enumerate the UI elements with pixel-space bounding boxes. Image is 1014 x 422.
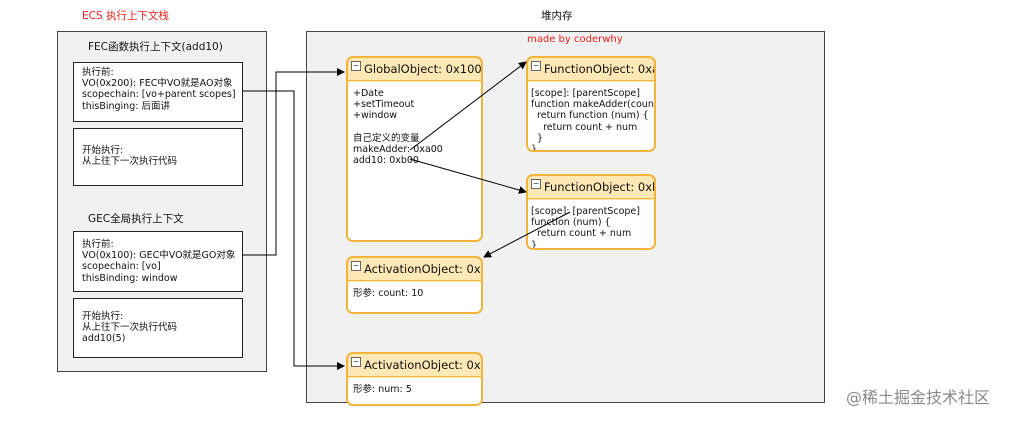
function-a00-text: [scope]: [parentScope] function makeAdde… [531,88,656,152]
heap-title: 堆内存 [541,10,573,22]
credit-text: made by coderwhy [527,34,623,45]
fec-before-text: 执行前: VO(0x200): FEC中VO就是AO对象 scopechain:… [82,67,236,112]
global-object-header: GlobalObject: 0x100 [348,58,481,81]
function-a00-header: FunctionObject: 0xa00 [528,58,654,81]
fec-start-text: 开始执行: 从上往下一次执行代码 [82,145,178,168]
function-b00-node: FunctionObject: 0xb00 − [scope]: [parent… [526,174,656,250]
activation-300-node: ActivationObject: 0x300 − 形参: num: 5 [346,352,483,406]
gec-to-global-arrow [243,68,345,256]
gec-before-text: 执行前: VO(0x100): GEC中VO就是GO对象 scopechain:… [82,239,236,284]
makeadder-to-a00-arrow [409,61,527,151]
collapse-icon[interactable]: − [351,261,361,271]
gec-start-box: 开始执行: 从上往下一次执行代码 add10(5) [73,298,243,358]
activation-300-body: 形参: num: 5 [348,378,481,404]
activation-300-text: 形参: num: 5 [353,384,412,395]
ecs-title: ECS 执行上下文栈 [82,10,169,22]
collapse-icon[interactable]: − [531,61,541,71]
collapse-icon[interactable]: − [351,61,361,71]
gec-start-text: 开始执行: 从上往下一次执行代码 add10(5) [82,311,178,345]
global-object-text: +Date +setTimeout +window 自己定义的变量 makeAd… [353,88,443,167]
add10-to-b00-arrow [409,158,527,194]
activation-200-header: ActivationObject: 0x200 [348,258,481,281]
function-a00-node: FunctionObject: 0xa00 − [scope]: [parent… [526,56,656,152]
activation-200-text: 形参: count: 10 [353,288,424,299]
fec-before-box: 执行前: VO(0x200): FEC中VO就是AO对象 scopechain:… [73,62,243,122]
function-b00-header: FunctionObject: 0xb00 [528,176,654,199]
gec-before-box: 执行前: VO(0x100): GEC中VO就是GO对象 scopechain:… [73,231,243,292]
watermark: @稀土掘金技术社区 [846,388,991,407]
activation-200-node: ActivationObject: 0x200 − 形参: count: 10 [346,256,483,314]
activation-200-body: 形参: count: 10 [348,282,481,312]
global-object-body: +Date +setTimeout +window 自己定义的变量 makeAd… [348,82,481,240]
fec-to-ao300-arrow [243,90,345,370]
collapse-icon[interactable]: − [351,357,361,367]
activation-300-header: ActivationObject: 0x300 [348,354,481,377]
gec-title: GEC全局执行上下文 [88,213,184,225]
function-a00-body: [scope]: [parentScope] function makeAdde… [528,82,654,150]
fec-title: FEC函数执行上下文(add10) [88,41,223,53]
collapse-icon[interactable]: − [531,179,541,189]
b00-to-ao200-arrow [483,211,571,258]
global-object-node: GlobalObject: 0x100 − +Date +setTimeout … [346,56,483,242]
fec-start-box: 开始执行: 从上往下一次执行代码 [73,128,243,186]
